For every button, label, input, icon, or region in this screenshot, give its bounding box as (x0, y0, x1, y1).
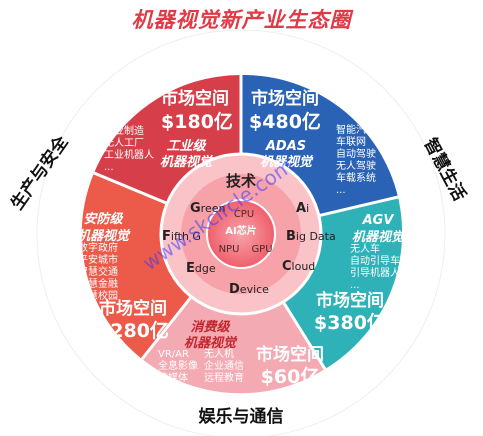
core-circle (206, 199, 276, 269)
consumer-market-value: $60亿 (261, 365, 320, 388)
adas-items: 智能汽车车联网自动驾驶无人驾驶车载系统... (336, 123, 376, 196)
segment-item: 智慧校园 (78, 289, 118, 302)
segment-item: 企业通信 (204, 359, 244, 372)
segment-item: 自动引导车 (350, 254, 400, 267)
outer-label-bottom: 娱乐与通信 (199, 406, 284, 427)
segment-name: 消费级 (190, 319, 230, 335)
segment-name: 工业级 (166, 138, 206, 154)
core-chips: CPU NPU GPU (219, 209, 273, 255)
segment-name: 机器视觉 (77, 228, 131, 244)
segment-item: 数字政府 (78, 241, 118, 254)
segment-name: 机器视觉 (184, 335, 238, 351)
segment-item: ... (204, 385, 214, 396)
core-title: AI芯片 (225, 224, 256, 237)
segment-item: 车载系统 (336, 171, 376, 184)
segment-item: 无人机 (204, 347, 234, 360)
adas-market-label: 市场空间 (251, 88, 319, 109)
security-market-label: 市场空间 (99, 298, 167, 319)
agv-market-value: $380亿 (314, 311, 386, 334)
diagram-title: 机器视觉新产业生态圈 (131, 8, 352, 32)
segment-item: 工业制造 (104, 124, 144, 137)
core-chip: NPU (219, 244, 240, 255)
segment-item: 智能汽车 (336, 123, 376, 136)
segment-name: AGV (362, 213, 395, 228)
core-chip: GPU (251, 244, 272, 255)
tech-term: Green (190, 201, 225, 216)
segment-item: 平安城市 (78, 253, 118, 266)
segment-item: 车联网 (336, 135, 366, 148)
segment-name: 机器视觉 (160, 154, 214, 170)
industrial-items: 工业制造无人工厂工业机器人... (104, 124, 154, 173)
core-chip: CPU (234, 209, 254, 220)
industrial-market-value: $180亿 (161, 110, 233, 133)
segment-item: ... (350, 280, 360, 291)
security-market-value: $280亿 (97, 319, 169, 342)
agv-items: 无人车自动引导车引导机器人... (350, 242, 400, 291)
agv-market-label: 市场空间 (316, 290, 384, 311)
segment-name: 机器视觉 (260, 154, 314, 170)
tech-term: Fifth G (162, 229, 201, 244)
consumer-market-label: 市场空间 (256, 344, 324, 365)
segment-item: ... (336, 185, 346, 196)
segment-item: 无人车 (350, 242, 380, 255)
consumer-items-right: 无人机企业通信远程教育... (204, 347, 244, 396)
segment-item: 远程教育 (204, 371, 244, 384)
tech-term: Device (229, 282, 269, 297)
segment-name: 安防级 (83, 211, 123, 227)
segment-item: 工业机器人 (104, 148, 154, 161)
segment-item: 自动驾驶 (336, 147, 376, 160)
segment-item: 智慧交通 (78, 265, 118, 278)
segment-item: 引导机器人 (350, 266, 400, 279)
segment-name: 机器视觉 (352, 229, 406, 245)
industrial-market-label: 市场空间 (161, 88, 229, 109)
tech-term: Edge (186, 261, 216, 276)
segment-item: 流媒体 (158, 371, 188, 384)
segment-item: 智慧金融 (78, 277, 118, 290)
tech-title: 技术 (226, 172, 256, 190)
segment-item: 全息影像 (158, 359, 198, 372)
segment-item: VR/AR (158, 349, 189, 360)
tech-term: Ai (296, 201, 309, 216)
segment-item: ... (104, 162, 114, 173)
segment-item: 无人工厂 (104, 137, 144, 149)
tech-term: Cloud (282, 259, 315, 274)
adas-market-value: $480亿 (249, 110, 321, 133)
tech-term: Big Data (286, 229, 336, 244)
segment-item: 无人驾驶 (336, 159, 376, 172)
segment-name: ADAS (265, 139, 306, 154)
